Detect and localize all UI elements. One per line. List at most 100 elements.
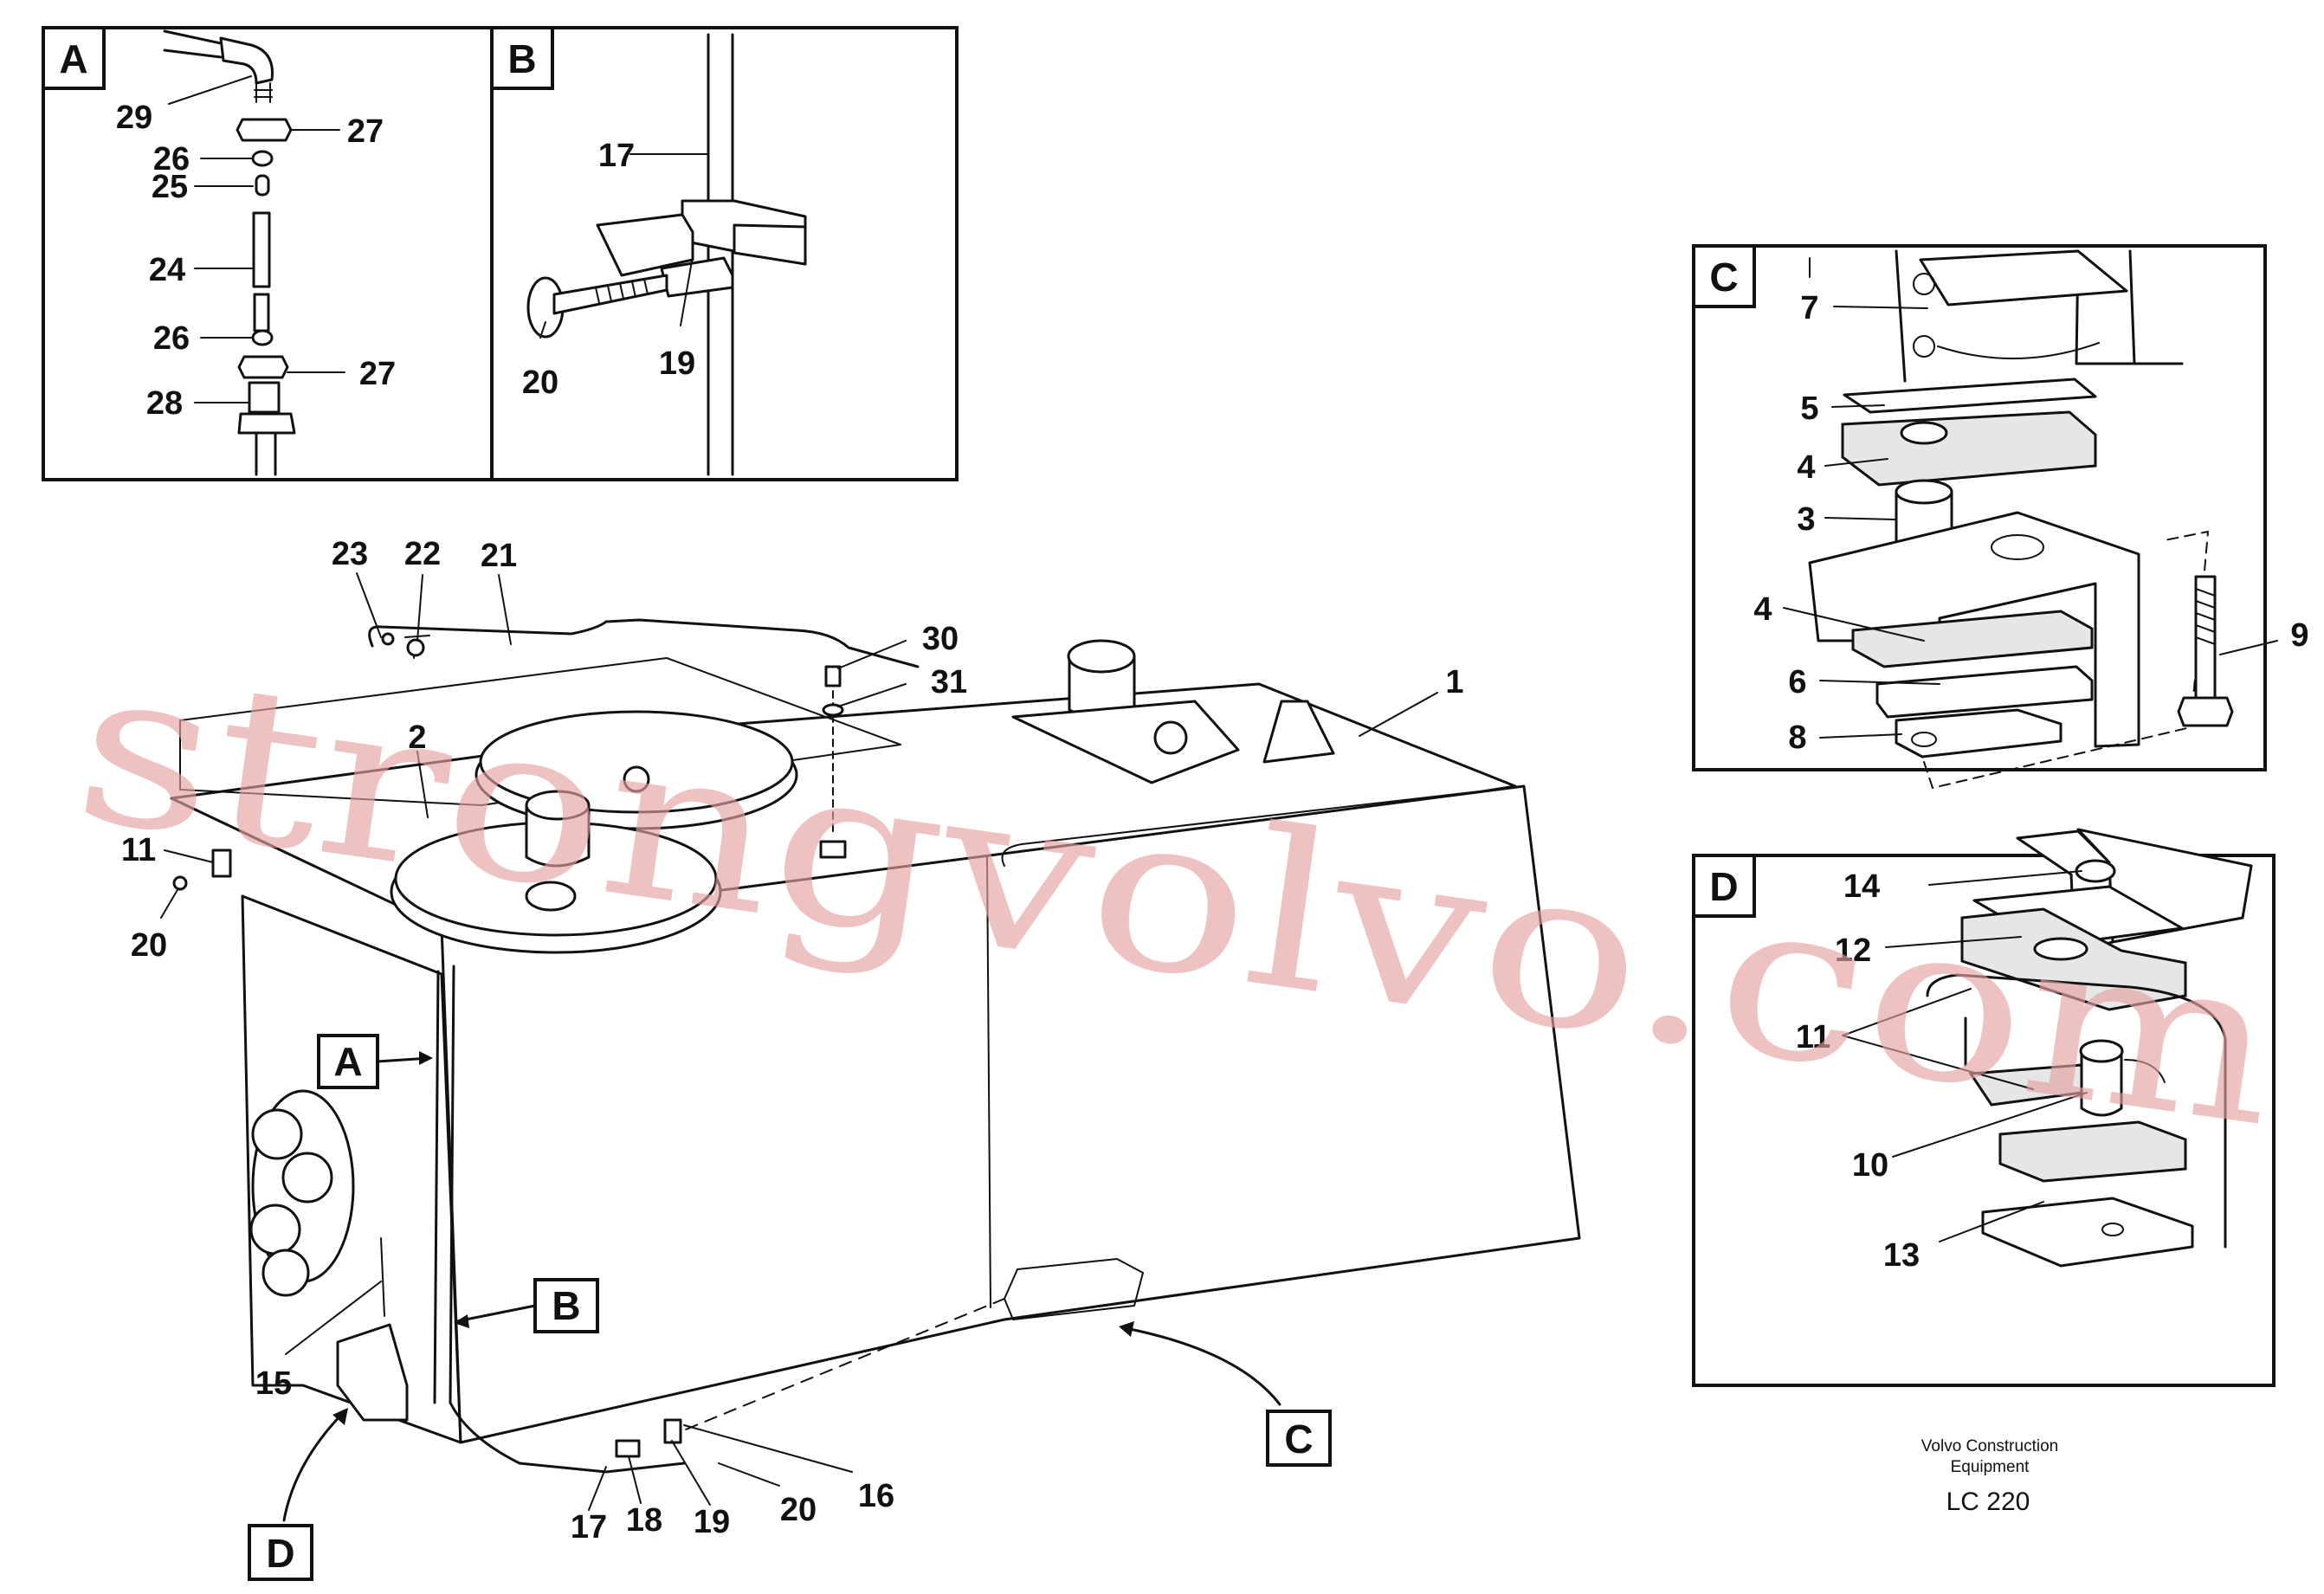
c-hole-1	[1913, 273, 1935, 295]
leader-m-31	[837, 683, 907, 707]
bolt-23	[381, 632, 395, 646]
clip-22-bolt	[406, 638, 425, 657]
callout-c-3: 3	[1797, 501, 1815, 538]
c-upper-plate	[1919, 249, 2128, 307]
a-oring	[255, 174, 270, 197]
b-clamp-plate	[596, 213, 694, 277]
d-foam-hole	[2033, 937, 2088, 961]
callout-m-15: 15	[255, 1365, 292, 1402]
detail-a-letter: A	[59, 36, 87, 81]
c-plate-8	[1895, 708, 2063, 758]
callout-a-29: 29	[116, 100, 152, 136]
detail-frame-c	[1692, 244, 2267, 771]
a-washer-bottom	[251, 329, 274, 346]
detail-frame-d	[1692, 854, 2276, 1387]
d-plate-13-hole	[2101, 1223, 2124, 1236]
callout-c-8: 8	[1788, 720, 1806, 756]
c-bolt-9-thread	[2195, 588, 2216, 645]
callout-b-17: 17	[598, 138, 635, 174]
callout-m-16: 16	[858, 1478, 894, 1514]
pipe-vertical	[433, 965, 455, 1404]
callout-m-17: 17	[571, 1509, 607, 1546]
mount-bracket	[336, 1323, 409, 1422]
callout-a-25: 25	[152, 169, 188, 205]
a-nut-bottom	[237, 355, 289, 379]
pipe-bottom	[449, 1401, 686, 1474]
pointer-d-letter: D	[266, 1531, 294, 1576]
callout-b-20: 20	[522, 365, 558, 401]
a-elbow	[219, 36, 274, 85]
valve-port-2	[281, 1152, 333, 1204]
b-bolt-thread	[595, 278, 649, 304]
tank-front-face	[440, 784, 1581, 1444]
pointer-c-box	[1266, 1410, 1332, 1467]
tank-seam	[986, 856, 991, 1308]
filter-cover-rear-hub	[623, 765, 650, 793]
detail-b-letter-box	[490, 26, 554, 90]
clamp-19-bottom	[663, 1418, 682, 1444]
leader-m-19	[671, 1440, 711, 1506]
callout-d-13: 13	[1883, 1237, 1920, 1274]
c-dashed-path	[1923, 531, 2209, 789]
valve-port-1	[251, 1108, 303, 1160]
pointer-d-arrowhead	[332, 1408, 348, 1425]
detail-panel-d: D	[1692, 828, 2276, 1387]
callout-m-20-bottom: 20	[780, 1492, 817, 1528]
callout-m-23: 23	[332, 536, 368, 572]
a-union	[248, 381, 281, 414]
detail-panel-c: C	[1692, 244, 2309, 789]
callout-c-7: 7	[1800, 290, 1818, 326]
leader-d-14	[1928, 870, 2082, 886]
d-sleeve-10	[2080, 1049, 2123, 1117]
leader-m-2	[416, 751, 429, 818]
leader-c-6	[1819, 680, 1940, 685]
breather-cylinder	[525, 803, 591, 868]
callout-m-1: 1	[1445, 664, 1463, 700]
leader-d-12	[1885, 936, 2022, 948]
callout-m-22: 22	[404, 536, 441, 572]
detail-panel-ab: A 29 27 26 25	[42, 26, 959, 481]
detail-b-letter: B	[507, 36, 536, 81]
d-foam-12	[1960, 907, 2187, 1011]
breather-cap	[525, 790, 591, 821]
callout-a-24: 24	[149, 252, 185, 288]
leader-c-4-mid	[1783, 607, 1925, 642]
c-plate-8-hole	[1911, 732, 1937, 747]
lifting-eye	[1262, 700, 1335, 764]
clamp-11	[211, 849, 232, 878]
callout-m-2: 2	[408, 720, 426, 756]
callout-a-27-top: 27	[347, 113, 384, 150]
leader-m-22	[416, 574, 423, 642]
pointer-a: A	[317, 1034, 433, 1089]
c-upper-curve	[1937, 342, 2100, 359]
pointer-b-arrowhead	[454, 1314, 469, 1328]
washer-31	[822, 703, 844, 717]
filter-cover-rear-top	[479, 710, 794, 814]
pointer-a-letter: A	[333, 1039, 362, 1084]
d-foam-11-a	[1968, 1063, 2083, 1107]
a-pipe-out	[255, 433, 277, 476]
leader-c-4-top	[1824, 458, 1888, 467]
valve-port-4	[261, 1249, 310, 1297]
leader-m-18	[628, 1455, 642, 1504]
pointer-c-arrow	[1124, 1326, 1281, 1406]
bolt-15	[380, 1237, 385, 1317]
detail-c-letter: C	[1709, 255, 1738, 300]
c-bracket-hole	[1991, 534, 2044, 560]
leader-c-8	[1819, 733, 1902, 739]
c-foam-4-mid	[1851, 610, 2094, 668]
callout-m-31: 31	[931, 664, 967, 700]
pointer-a-arrowhead	[419, 1051, 433, 1065]
fitting-18	[615, 1439, 641, 1458]
detail-d-letter-box	[1692, 854, 1756, 918]
callout-a-26-bottom: 26	[153, 320, 190, 357]
leader-m-15	[285, 1281, 382, 1355]
pointer-d-box	[248, 1524, 313, 1581]
bolt-30	[824, 665, 842, 687]
pointer-c-letter: C	[1284, 1417, 1313, 1462]
c-plate-6	[1875, 665, 2094, 719]
callout-c-4-top: 4	[1797, 449, 1815, 486]
leader-m-17	[588, 1466, 607, 1511]
